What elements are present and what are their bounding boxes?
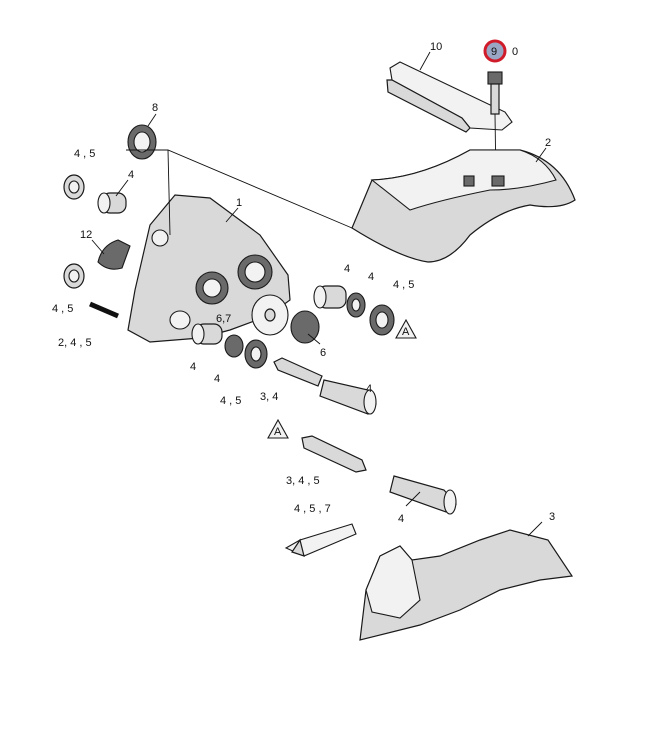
callout-4-5-left: 4 , 5 [52, 303, 73, 315]
callout-4-right-b: 4 [368, 271, 374, 283]
callout-1: 1 [236, 197, 242, 209]
callout-3-4-5: 3, 4 , 5 [286, 475, 320, 487]
ref-a-upper: A [395, 318, 417, 339]
part-3-carrier [359, 529, 574, 641]
callout-6-7: 6,7 [216, 313, 231, 325]
callout-4-lower-a: 4 [190, 361, 196, 373]
callout-4-5-7: 4 , 5 , 7 [294, 503, 331, 515]
guide-pin-upper [273, 357, 377, 415]
ref-a-lower: A [267, 418, 289, 439]
callout-9: 9 [491, 46, 497, 58]
callout-2: 2 [545, 137, 551, 149]
callout-4-pin-lower: 4 [398, 513, 404, 525]
grease-tube [284, 523, 357, 557]
callout-4-pin-upper: 4 [366, 383, 372, 395]
callout-2-4-5: 2, 4 , 5 [58, 337, 92, 349]
callout-12: 12 [80, 229, 92, 241]
callout-8: 8 [152, 102, 158, 114]
callout-0: 0 [512, 46, 518, 58]
assembly-outline-lines [126, 149, 353, 236]
part-10-bracket [386, 61, 513, 133]
callout-4-lower-b: 4 [214, 373, 220, 385]
callout-3-4: 3, 4 [260, 391, 278, 403]
part-2-cover [351, 149, 576, 263]
ref-a-upper-label: A [402, 326, 410, 338]
right-bushings [313, 285, 395, 336]
callout-4-5-top-left: 4 , 5 [74, 148, 95, 160]
callout-4-5-lower: 4 , 5 [220, 395, 241, 407]
part-1-caliper-body [127, 194, 291, 343]
callout-4-top-left: 4 [128, 169, 134, 181]
part-8-seal [127, 124, 157, 160]
ref-a-lower-label: A [274, 426, 282, 438]
callout-3: 3 [549, 511, 555, 523]
callout-9-highlight [483, 39, 507, 63]
guide-pin-lower [301, 435, 457, 515]
callout-6: 6 [320, 347, 326, 359]
part-6-washers [251, 294, 320, 344]
leader-lines [91, 51, 547, 537]
callout-4-right-a: 4 [344, 263, 350, 275]
callout-10: 10 [430, 41, 442, 53]
lower-bushings [191, 323, 268, 369]
callout-labels: 10 9 0 2 8 4 , 5 4 1 12 4 , 5 2, 4 , 5 4… [52, 39, 555, 525]
left-bushings [63, 174, 131, 319]
callout-4-5-right: 4 , 5 [393, 279, 414, 291]
